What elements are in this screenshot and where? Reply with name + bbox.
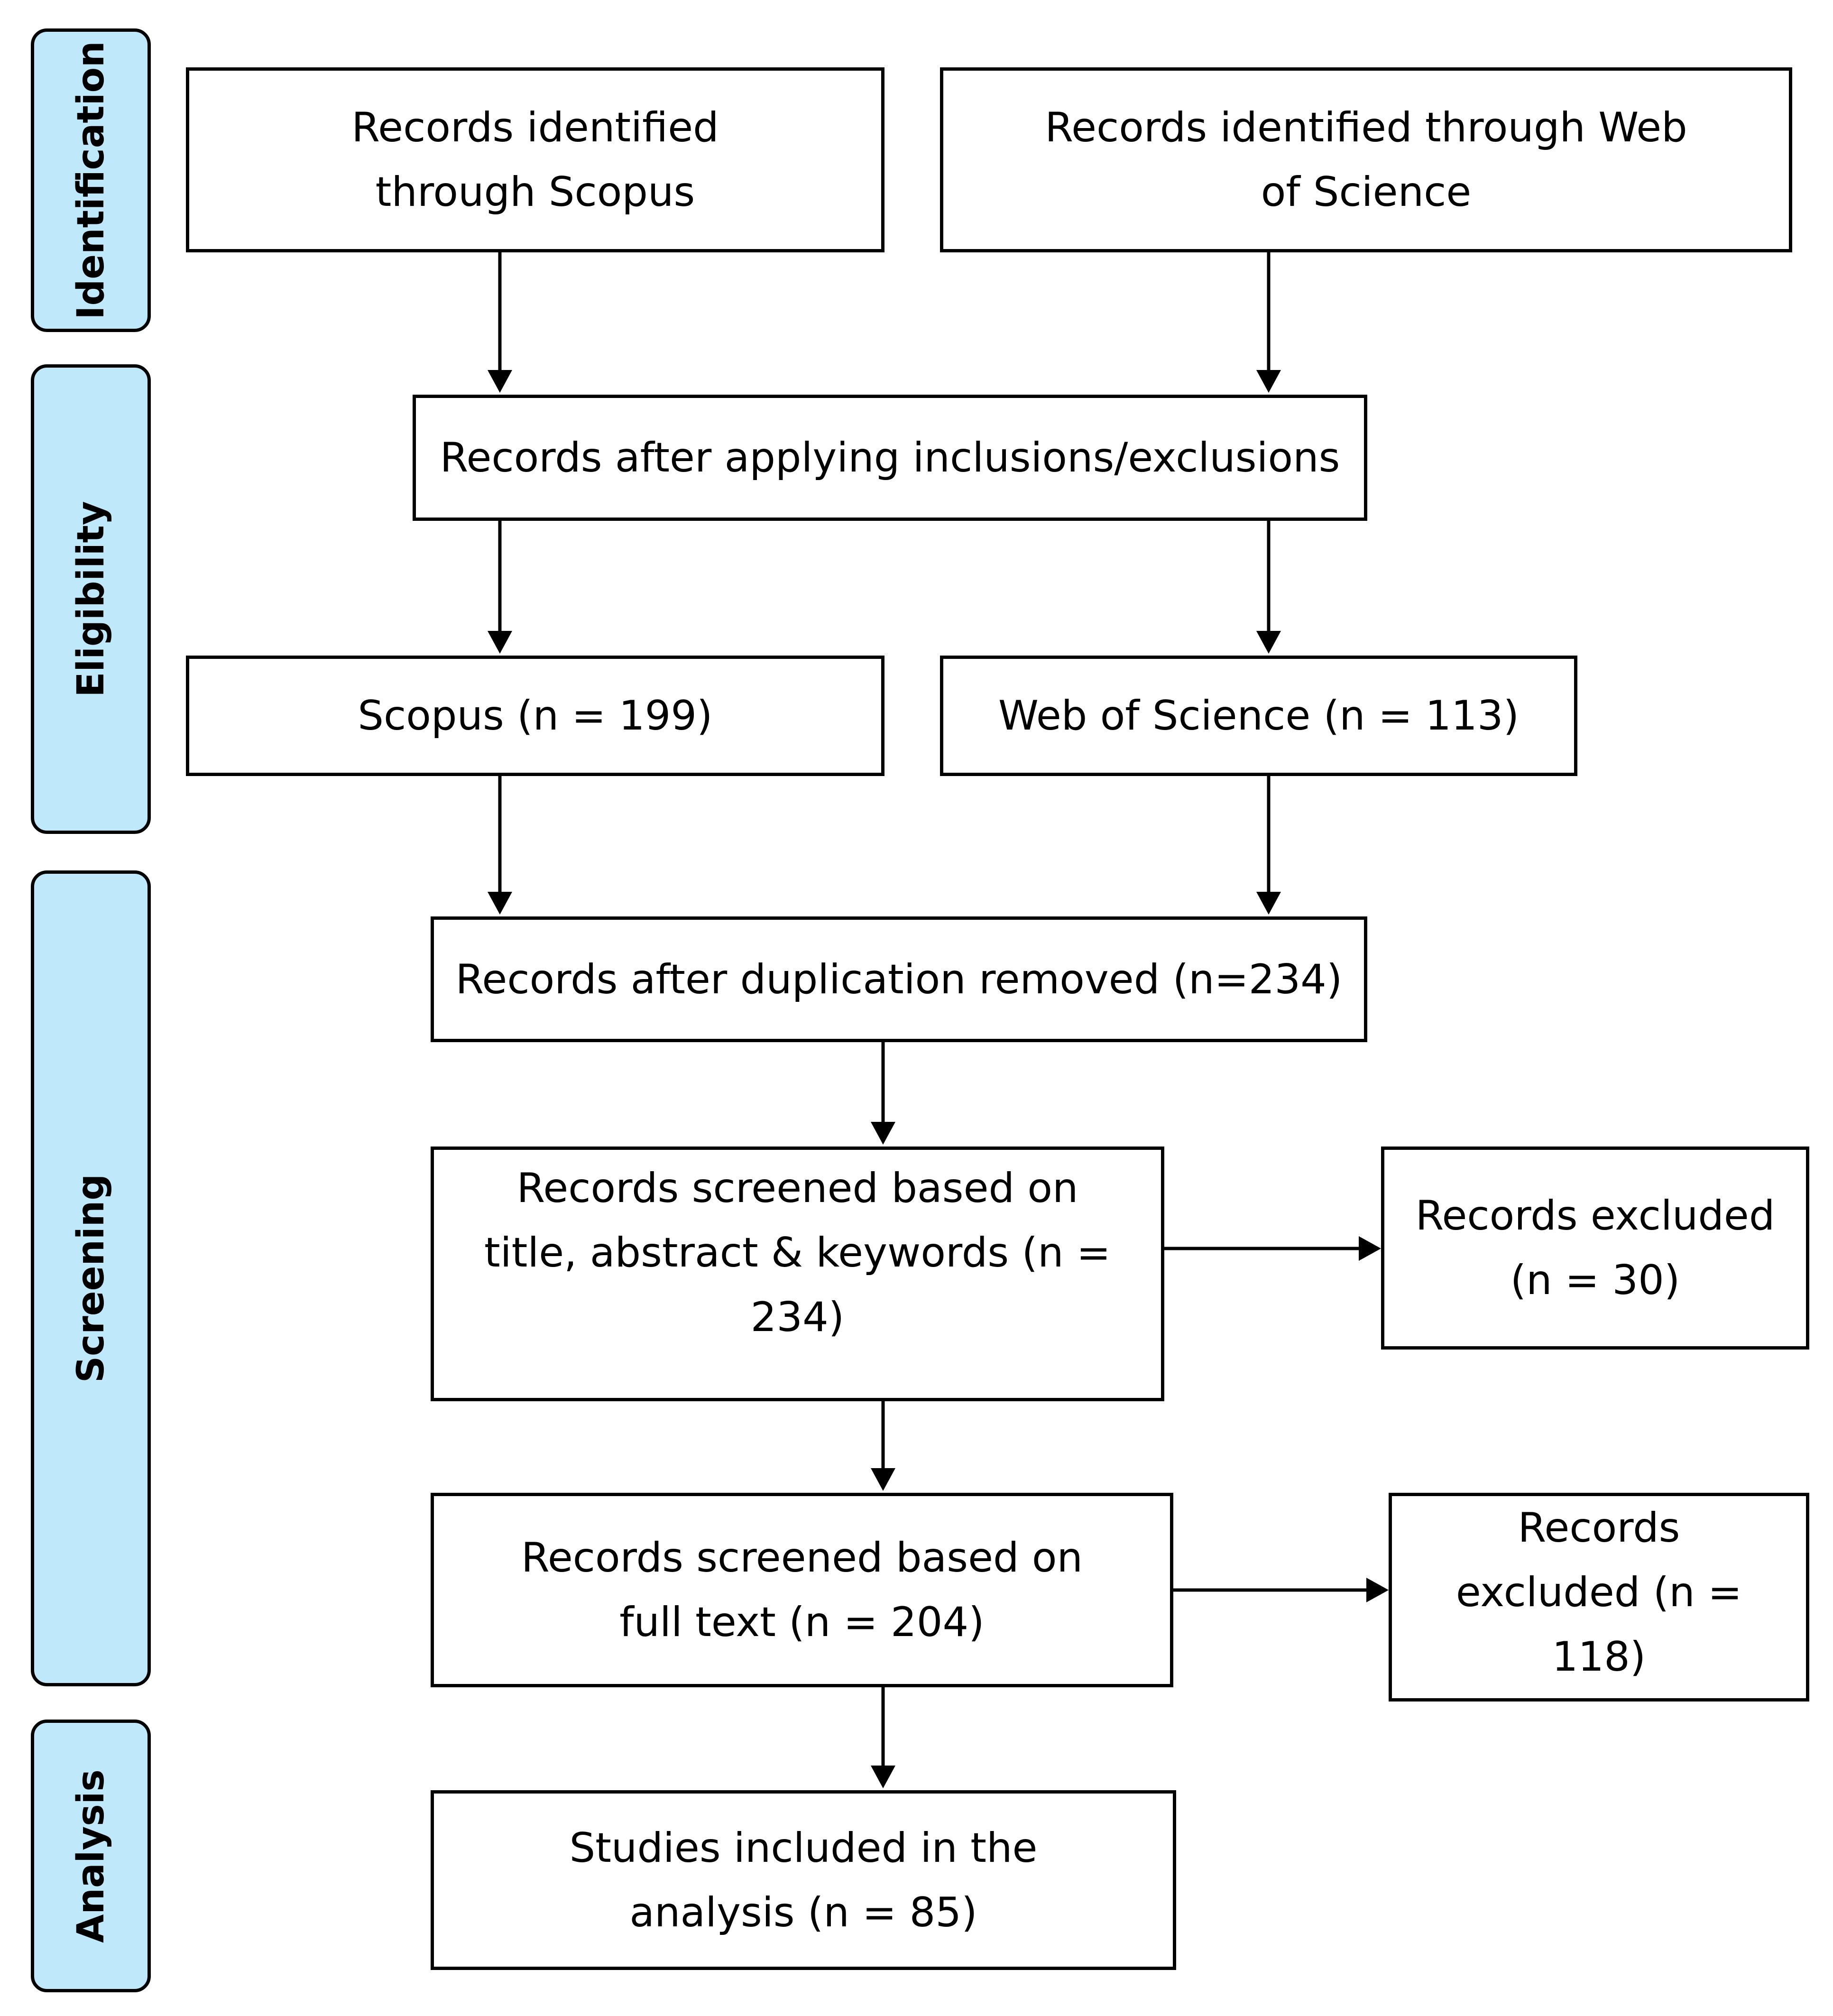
box-screened-fulltext: Records screened based on full text (n =… (431, 1493, 1173, 1687)
box-after-duplication: Records after duplication removed (n=234… (431, 916, 1367, 1042)
arrowhead (1256, 892, 1281, 915)
arrowhead (488, 631, 512, 654)
box-excluded-title: Records excluded (n = 30) (1381, 1147, 1809, 1350)
box-text: Records excluded (n = 118) (1455, 1504, 1742, 1681)
stage-label-analysis: Analysis (31, 1720, 151, 1992)
box-text: Records screened based on full text (n =… (521, 1534, 1083, 1646)
box-scopus-identified: Records identified through Scopus (186, 67, 884, 252)
arrowhead (488, 370, 512, 393)
box-text: Records identified through Web of Scienc… (1045, 104, 1687, 216)
arrowhead (871, 1468, 895, 1491)
box-excluded-fulltext: Records excluded (n = 118) (1389, 1493, 1809, 1702)
stage-label-text: Eligibility (69, 501, 112, 697)
arrowhead (1359, 1236, 1381, 1261)
stage-label-text: Identification (69, 41, 112, 320)
box-text: Web of Science (n = 113) (998, 692, 1520, 740)
box-included-analysis: Studies included in the analysis (n = 85… (431, 1790, 1176, 1970)
arrowhead (1366, 1578, 1389, 1602)
arrowhead (488, 892, 512, 915)
stage-label-text: Analysis (69, 1769, 112, 1943)
arrowhead (871, 1766, 895, 1788)
arrowhead (1256, 631, 1281, 654)
box-wos-count: Web of Science (n = 113) (940, 656, 1577, 776)
box-after-inclusions: Records after applying inclusions/exclus… (413, 395, 1367, 521)
stage-label-text: Screening (69, 1174, 112, 1383)
box-text: Studies included in the analysis (n = 85… (569, 1824, 1038, 1936)
box-text: Scopus (n = 199) (358, 692, 713, 740)
box-text: Records identified through Scopus (351, 104, 719, 216)
box-text: Records excluded (n = 30) (1415, 1192, 1775, 1304)
box-text: Records after duplication removed (n=234… (455, 955, 1343, 1003)
box-wos-identified: Records identified through Web of Scienc… (940, 67, 1792, 252)
box-text: Records screened based on title, abstrac… (484, 1164, 1111, 1341)
box-screened-title: Records screened based on title, abstrac… (431, 1147, 1164, 1401)
arrowhead (1256, 370, 1281, 393)
arrowhead (871, 1122, 895, 1145)
stage-label-eligibility: Eligibility (31, 364, 151, 834)
box-scopus-count: Scopus (n = 199) (186, 656, 884, 776)
stage-label-screening: Screening (31, 870, 151, 1686)
box-text: Records after applying inclusions/exclus… (440, 434, 1340, 481)
stage-label-identification: Identification (31, 28, 151, 332)
